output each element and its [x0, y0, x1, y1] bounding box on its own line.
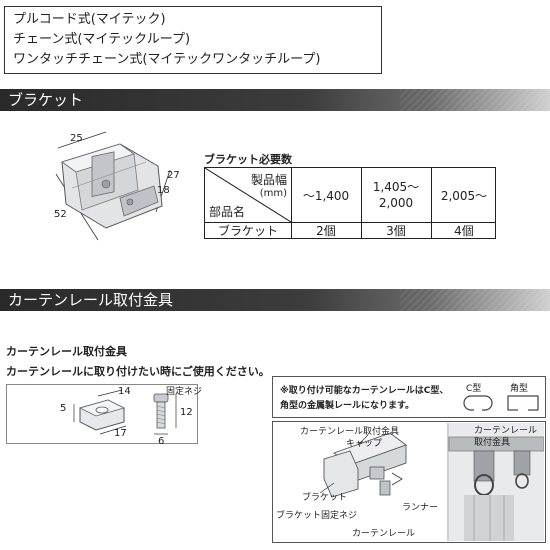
dim-fitting-a: 14 — [118, 386, 131, 397]
screw-label: 固定ネジ — [166, 387, 203, 397]
dim-bracket-length: 52 — [54, 209, 67, 220]
label-rail-fitting: カーテンレール取付金具 — [300, 427, 400, 437]
note-line-1: ※取り付け可能なカーテンレールはC型、 — [280, 386, 449, 396]
product-type-box: プルコード式(マイテック) チェーン式(マイテックループ) ワンタッチチェーン式… — [4, 6, 382, 74]
column-width-2: 1,405～ 2,000 — [361, 168, 431, 222]
dim-fitting-b: 5 — [60, 403, 67, 414]
installation-diagram-box — [272, 421, 546, 543]
table-header-diagonal — [205, 168, 291, 222]
header-part-name: 部品名 — [209, 204, 246, 219]
label-cap: キャップ — [346, 439, 383, 449]
dim-screw-diameter: 6 — [158, 436, 165, 447]
installation-diagram — [319, 423, 544, 541]
bracket-table-title: ブラケット必要数 — [204, 153, 292, 166]
c-type-label: C型 — [466, 384, 482, 394]
column-width-2-line1: 1,405～ — [372, 180, 420, 194]
label-rail-fitting-right-line2: 取付金具 — [474, 438, 511, 448]
curtain-rail-heading: カーテンレール取付金具 — [6, 345, 127, 358]
label-curtain-rail: カーテンレール — [352, 529, 416, 539]
bracket-requirement-table: 製品幅 (mm) 部品名 ～1,400 1,405～ 2,000 2,005～ … — [204, 167, 496, 239]
square-type-label: 角型 — [510, 384, 529, 394]
section-title-curtain-rail: カーテンレール取付金具 — [8, 291, 174, 309]
compatible-rail-note: ※取り付け可能なカーテンレールはC型、 角型の金属製レールになります。 — [280, 384, 480, 414]
label-bracket: ブラケット — [302, 493, 348, 503]
label-runner: ランナー — [402, 503, 439, 513]
dim-bracket-width: 25 — [70, 133, 83, 144]
header-unit: (mm) — [259, 187, 287, 199]
compatible-rail-note-box — [272, 376, 546, 418]
curtain-rail-subheading: カーテンレールに取り付けたい時にご使用ください。 — [6, 365, 270, 378]
bracket-count-1: 2個 — [316, 223, 336, 238]
label-bracket-screw: ブラケット固定ネジ — [276, 511, 358, 521]
note-line-2: 角型の金属製レールになります。 — [280, 401, 415, 411]
dim-bracket-height: 27 — [167, 170, 180, 181]
section-bar-bracket: ブラケット — [0, 89, 550, 111]
row-label-bracket: ブラケット — [217, 223, 278, 238]
fitting-dimension-panel — [6, 384, 198, 444]
dim-screw-length: 12 — [180, 407, 193, 418]
bracket-count-3: 4個 — [454, 223, 474, 238]
column-width-3: 2,005～ — [440, 188, 488, 203]
header-product-width: 製品幅 — [250, 172, 287, 187]
bracket-illustration — [55, 131, 171, 241]
rail-profile-icons — [463, 395, 539, 411]
fitting-illustration — [73, 389, 177, 435]
dim-bracket-inner: 18 — [157, 185, 170, 196]
column-width-2-line2: 2,000 — [378, 196, 414, 210]
bracket-count-2: 3個 — [386, 223, 406, 238]
column-width-1: ～1,400 — [302, 188, 350, 203]
section-bar-hatch — [400, 89, 550, 111]
type-pull-cord: プルコード式(マイテック) — [13, 12, 166, 27]
section-title-bracket: ブラケット — [8, 91, 84, 109]
type-one-touch-chain: ワンタッチチェーン式(マイテックワンタッチループ) — [13, 52, 321, 67]
dim-fitting-c: 17 — [114, 428, 127, 439]
section-bar-curtain-rail: カーテンレール取付金具 — [0, 289, 550, 311]
section-bar-hatch-2 — [400, 289, 550, 311]
label-rail-fitting-right: カーテンレール 取付金具 — [474, 425, 537, 449]
type-chain: チェーン式(マイテックループ) — [13, 32, 191, 47]
label-rail-fitting-right-line1: カーテンレール — [474, 426, 538, 436]
